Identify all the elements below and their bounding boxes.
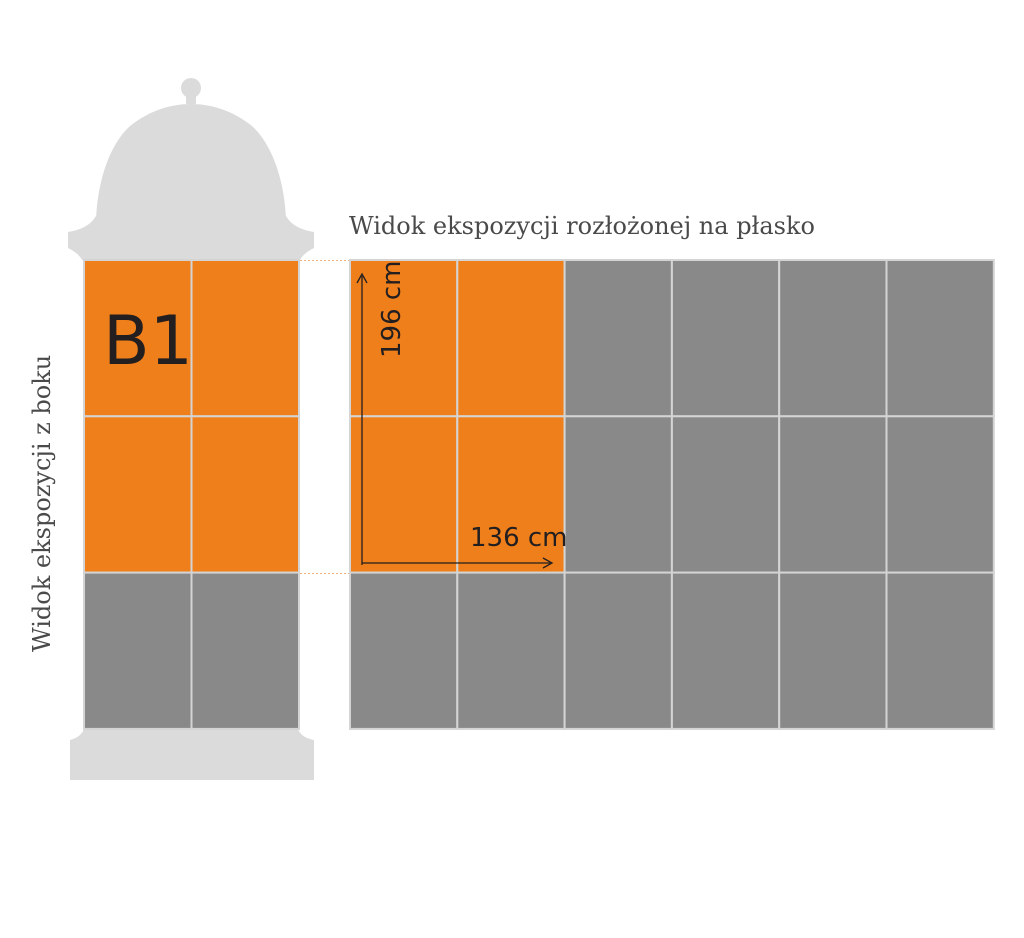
side-view-panel	[83, 571, 193, 730]
side-view-panel	[190, 571, 300, 730]
column-base	[70, 729, 314, 780]
flat-view-panel	[670, 259, 781, 418]
flat-view-panel	[563, 571, 673, 730]
side-view-panel-grid	[83, 259, 300, 730]
flat-view-panel	[349, 571, 459, 730]
side-view-highlighted-panel	[190, 259, 300, 418]
width-dimension-label: 136 cm	[470, 523, 568, 553]
flat-view-panel	[563, 415, 673, 574]
flat-view-panel	[778, 571, 888, 730]
side-view-highlighted-panel	[83, 415, 193, 574]
flat-view-panel	[670, 415, 781, 574]
dimension-arrows	[356, 272, 554, 569]
flat-view-panel	[778, 415, 888, 574]
flat-view-panel	[885, 259, 995, 418]
flat-view-highlighted-panel	[349, 415, 459, 574]
flat-view-title: Widok ekspozycji rozłożonej na płasko	[349, 212, 815, 240]
height-dimension-label: 196 cm	[377, 260, 407, 358]
column-finial-knob	[181, 78, 201, 98]
column-finial-neck	[186, 94, 196, 104]
flat-view-panel	[885, 415, 995, 574]
flat-view-panel	[670, 571, 781, 730]
flat-view-highlighted-panel	[456, 259, 566, 418]
flat-view-panel	[563, 259, 673, 418]
side-view-highlighted-panel	[190, 415, 300, 574]
flat-view-panel	[885, 571, 995, 730]
column-dome	[96, 104, 286, 224]
format-label: B1	[103, 302, 193, 381]
flat-view-panel-grid	[349, 259, 995, 730]
column-cornice	[68, 216, 314, 260]
flat-view-highlighted-panel	[456, 415, 566, 574]
width-arrow-head	[542, 557, 554, 569]
flat-view-highlighted-panel	[349, 259, 459, 418]
flat-view-panel	[456, 571, 566, 730]
advertising-column	[68, 78, 314, 780]
side-view-title: Widok ekspozycji z boku	[28, 355, 56, 652]
flat-view-panel	[778, 259, 888, 418]
height-arrow-head	[356, 272, 368, 284]
